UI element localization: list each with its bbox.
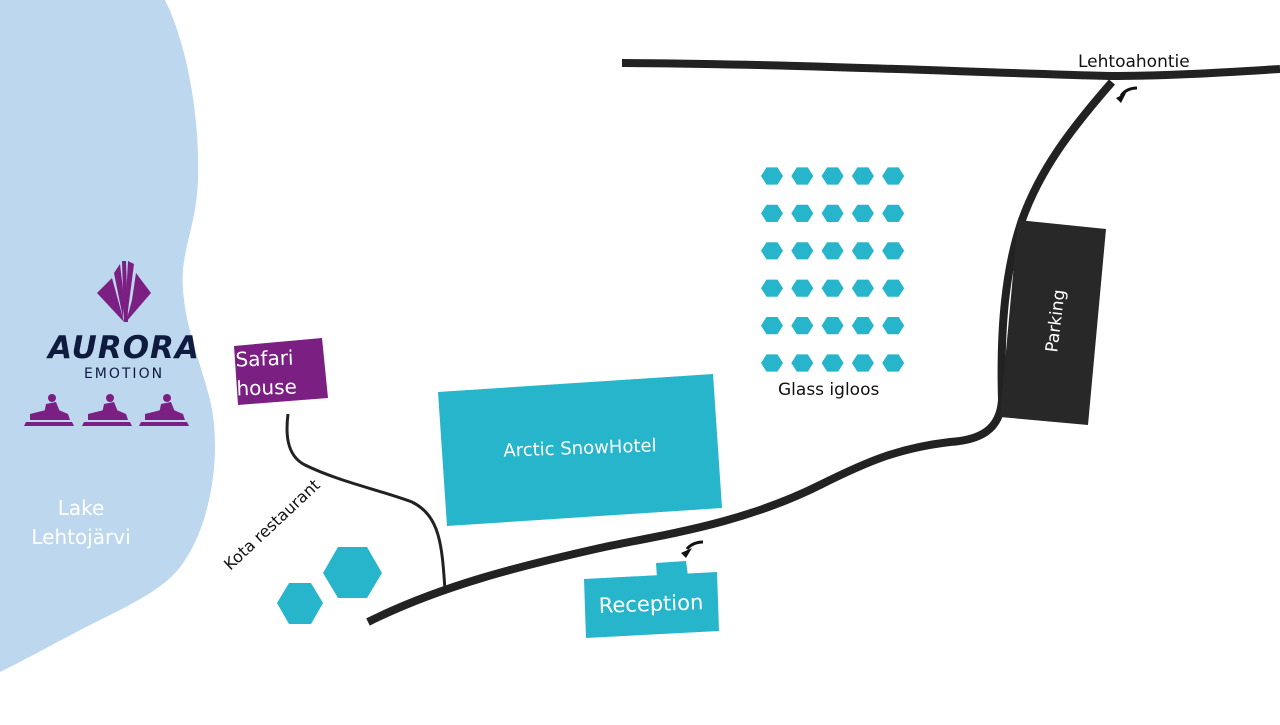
safari-house-label: Safari house — [235, 345, 298, 401]
glass-igloo — [821, 204, 844, 222]
kota-restaurant-buildings — [277, 547, 382, 624]
glass-igloo — [761, 279, 783, 297]
glass-igloo — [761, 317, 783, 335]
glass-igloo — [821, 354, 844, 372]
reception-building — [584, 561, 719, 638]
glass-igloos-grid — [761, 167, 905, 372]
main-road — [621, 59, 1280, 81]
glass-igloo — [761, 167, 783, 185]
logo-subtitle: EMOTION — [83, 366, 165, 382]
glass-igloo — [821, 167, 844, 185]
glass-igloo — [851, 279, 874, 297]
glass-igloo — [851, 317, 874, 335]
glass-igloo — [821, 242, 844, 260]
glass-igloo — [882, 167, 905, 185]
glass-igloo — [851, 167, 874, 185]
road-label: Lehtoahontie — [1078, 52, 1190, 72]
glass-igloo — [791, 204, 814, 222]
access-road — [366, 79, 1116, 626]
safari-path — [285, 413, 447, 591]
logo-wordmark: AURORA — [48, 330, 200, 366]
glass-igloo — [851, 354, 874, 372]
arrow-icon — [1116, 86, 1138, 103]
glass-igloo — [821, 317, 844, 335]
glass-igloo — [821, 279, 844, 297]
parking-area — [1000, 220, 1106, 425]
arctic-snowhotel-building — [438, 374, 722, 526]
glass-igloo — [791, 167, 814, 185]
glass-igloo — [791, 317, 814, 335]
lake-label: Lake Lehtojärvi — [31, 496, 131, 549]
glass-igloo — [761, 204, 783, 222]
snowmobile-icon — [139, 394, 189, 426]
glass-igloo — [882, 242, 905, 260]
glass-igloo — [882, 279, 905, 297]
snowmobile-icon — [24, 394, 74, 426]
glass-igloo — [791, 242, 814, 260]
arrow-icon — [681, 540, 704, 558]
glass-igloo — [761, 242, 783, 260]
reception-label: Reception — [598, 590, 704, 618]
glass-igloo — [791, 354, 814, 372]
glass-igloo — [761, 354, 783, 372]
glass-igloos-label: Glass igloos — [778, 380, 880, 400]
glass-igloo — [851, 242, 874, 260]
safari-house-building — [234, 338, 328, 405]
glass-igloo — [882, 204, 905, 222]
glass-igloo — [882, 317, 905, 335]
aurora-logo-icon — [97, 261, 151, 322]
lake-shape — [0, 0, 216, 672]
snowmobile-icon — [82, 394, 132, 426]
glass-igloo — [851, 204, 874, 222]
glass-igloo — [791, 279, 814, 297]
glass-igloo — [882, 354, 905, 372]
